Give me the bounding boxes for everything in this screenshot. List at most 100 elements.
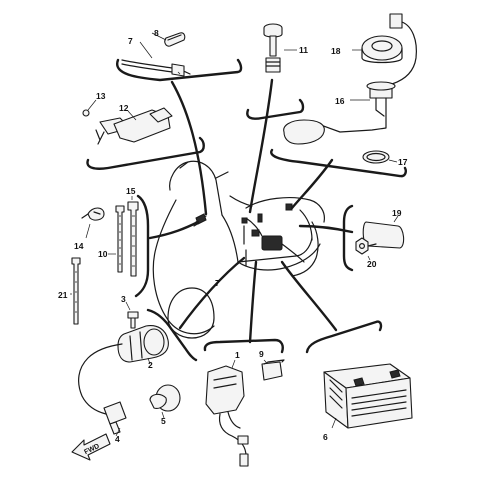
callout-19: 19 [392, 208, 402, 218]
callout-2: 2 [148, 360, 153, 370]
callout-1: 1 [235, 350, 240, 360]
separator-right-mid [342, 204, 354, 272]
part-connector-18 [389, 13, 417, 85]
part-3-screw [125, 301, 139, 329]
region-separators [86, 58, 407, 362]
callout-21: 21 [58, 290, 68, 300]
separator-left-mid [86, 136, 205, 170]
callout-14: 14 [74, 241, 84, 251]
callout-4: 4 [115, 434, 120, 444]
sender-float [283, 119, 325, 145]
callout-16: 16 [335, 96, 345, 106]
separator-top-center [246, 98, 305, 120]
flasher-relay [261, 361, 283, 381]
nut [355, 237, 369, 255]
callout-13: 13 [96, 91, 106, 101]
leader-lines [148, 78, 354, 344]
callout-9: 9 [259, 349, 264, 359]
rear-bracket [362, 221, 405, 249]
part-20-nut [355, 237, 377, 261]
callout-6: 6 [323, 432, 328, 442]
fwd-arrow-shape [71, 433, 111, 461]
separator-left-ties [134, 194, 150, 298]
part-9-flasher-relay [261, 359, 285, 381]
callout-10: 10 [98, 249, 108, 259]
cdi-connector-b [237, 435, 249, 445]
scooter-rear-body [291, 221, 319, 277]
part-12-relay-bracket [95, 107, 173, 145]
leader-6 [280, 260, 338, 332]
sender-connector [389, 13, 403, 29]
callout-3: 3 [121, 294, 126, 304]
part-13-bolt [82, 99, 97, 117]
leader-2 [178, 256, 246, 330]
part-15-cable-tie [127, 196, 139, 277]
screw-head [127, 311, 139, 319]
part-21-cable-tie [70, 257, 81, 325]
part-4-plug-cap [78, 343, 127, 437]
part-1-cdi-unit [205, 359, 249, 467]
callout-18: 18 [331, 46, 341, 56]
cdi-wire-a [218, 413, 247, 457]
separator-left-bottom [146, 308, 198, 362]
sender-float-arm [317, 97, 387, 133]
scooter-seat [245, 197, 325, 223]
callout-12: 12 [119, 103, 129, 113]
scooter-front-wheel [167, 287, 215, 339]
part-6-battery [323, 363, 413, 429]
leader-16 [290, 158, 334, 210]
locking-ring [361, 35, 403, 61]
plug-cap [103, 401, 127, 425]
cdi-unit [205, 365, 245, 415]
fwd-arrow: FWD [71, 433, 111, 461]
part-17-o-ring [362, 150, 398, 164]
harness-clamp [171, 63, 185, 77]
battery-terminals [353, 369, 401, 387]
part-2-ignition-coil [117, 325, 169, 365]
part-5-cover [149, 384, 181, 419]
callout-7-top: 7 [128, 36, 133, 46]
scooter-outline [152, 160, 325, 339]
scooter-engine-block [261, 235, 283, 251]
part-14-clip [81, 207, 105, 239]
callout-8: 8 [154, 28, 159, 38]
separator-center-bottom [203, 338, 284, 354]
leader-19 [298, 224, 354, 234]
cable-tie-15 [127, 201, 139, 277]
leader-1 [248, 260, 258, 344]
fuse-holder [164, 32, 186, 47]
callout-20: 20 [367, 259, 377, 269]
scooter-floorboard [221, 214, 313, 263]
callout-17: 17 [398, 157, 408, 167]
leader-11 [248, 78, 274, 214]
part-11-sensor [263, 23, 297, 73]
separator-right-top [270, 148, 407, 178]
battery-front [345, 377, 413, 429]
wire-clip-b [285, 203, 293, 211]
callout-11: 11 [299, 45, 308, 55]
part-wire-harness [121, 41, 191, 77]
wire-clip-c [241, 217, 248, 224]
cable-tie-21 [71, 257, 81, 325]
part-19-bracket [362, 215, 405, 249]
callout-15: 15 [126, 186, 136, 196]
leader-10 [148, 220, 200, 240]
cdi-connector-a [239, 453, 249, 467]
callout-labels: 1 2 3 4 5 6 7 7 8 9 10 11 12 13 14 15 16… [58, 28, 408, 444]
part-10-cable-tie [108, 205, 125, 273]
cable-clip [87, 207, 105, 221]
part-18-locking-ring [352, 35, 403, 64]
separator-top-left [116, 58, 243, 82]
bolt [82, 109, 90, 117]
scooter-front-fairing [152, 199, 215, 335]
callout-7-center: 7 [215, 278, 220, 288]
high-tension-lead [78, 343, 123, 415]
scooter-handlebar-cover [169, 160, 223, 216]
separator-right-bottom [305, 320, 383, 354]
part-16-fuel-sender [283, 81, 396, 145]
wire-clip-a [251, 229, 260, 237]
callout-5: 5 [161, 416, 166, 426]
leader-8 [170, 80, 208, 216]
